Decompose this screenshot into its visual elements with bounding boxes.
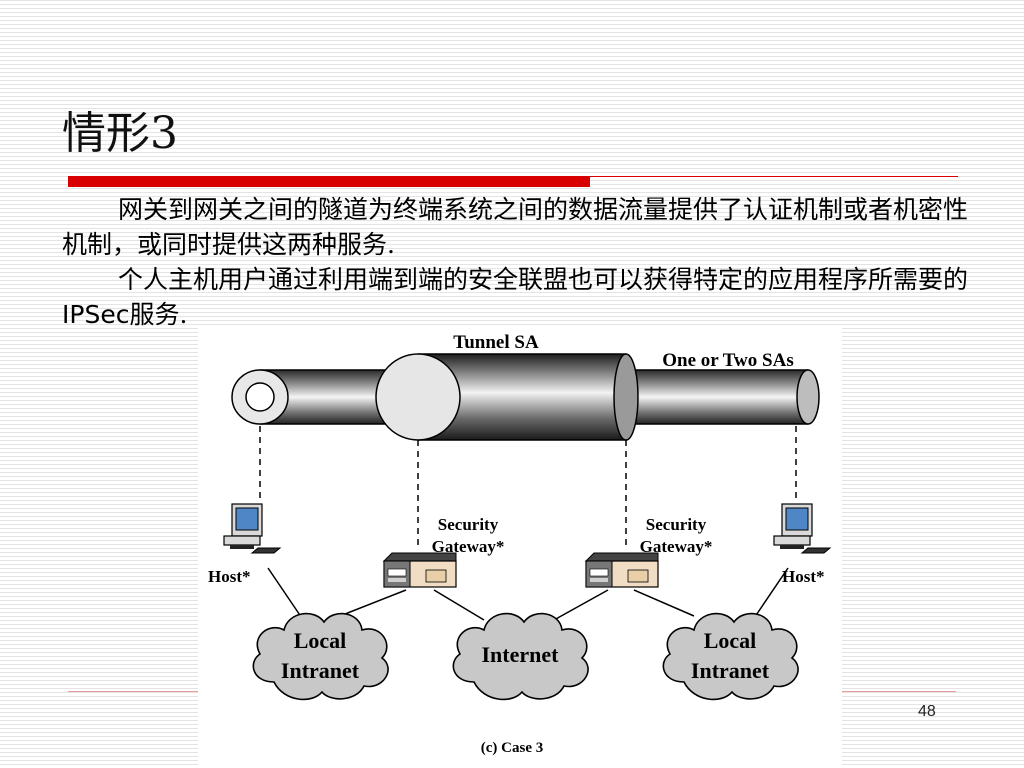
internet-label: Internet bbox=[482, 642, 560, 667]
page-number: 48 bbox=[918, 703, 936, 720]
gateway-right-label-line1: Security bbox=[646, 515, 707, 534]
paragraph-2-text: 个人主机用户通过利用端到端的安全联盟也可以获得特定的应用程序所需要的 bbox=[118, 265, 969, 294]
local-intranet-left-line2: Intranet bbox=[281, 658, 360, 683]
host-left-label: Host* bbox=[208, 567, 251, 586]
body-text: 网关到网关之间的隧道为终端系统之间的数据流量提供了认证机制或者机密性机制，或同时… bbox=[62, 192, 972, 332]
figure-caption: (c) Case 3 bbox=[481, 740, 543, 756]
link-gateway-left-intranet bbox=[339, 589, 407, 617]
link-gateway-left-internet bbox=[433, 589, 485, 621]
tunnel-sa-label: Tunnel SA bbox=[453, 332, 539, 353]
host-right-label: Host* bbox=[782, 567, 825, 586]
gateway-right-device-icon bbox=[585, 552, 659, 588]
local-intranet-left-cloud bbox=[252, 612, 389, 701]
gateway-left-label-line2: Gateway* bbox=[432, 537, 505, 556]
gateway-left-device-icon bbox=[383, 552, 457, 588]
paragraph-2: 个人主机用户通过利用端到端的安全联盟也可以获得特定的应用程序所需要的 IPSec服… bbox=[62, 262, 972, 332]
gateway-left-label-line1: Security bbox=[438, 515, 499, 534]
slide-title: 情形3 bbox=[62, 108, 178, 159]
local-intranet-right-line1: Local bbox=[704, 628, 757, 653]
local-intranet-right-line2: Intranet bbox=[691, 658, 770, 683]
paragraph-1: 网关到网关之间的隧道为终端系统之间的数据流量提供了认证机制或者机密性机制，或同时… bbox=[62, 195, 969, 259]
host-left-computer-icon bbox=[223, 503, 281, 554]
link-gateway-right-intranet bbox=[633, 589, 695, 617]
ipsec-case3-diagram: Tunnel SA One or Two SAs Host* Host* Sec… bbox=[198, 328, 842, 768]
ipsec-term: IPSec bbox=[62, 300, 130, 329]
title-underline-thin bbox=[590, 176, 958, 177]
title-underline bbox=[68, 176, 590, 187]
host-right-computer-icon bbox=[773, 503, 831, 554]
link-gateway-right-internet bbox=[553, 589, 609, 621]
local-intranet-left-line1: Local bbox=[294, 628, 347, 653]
gateway-right-label-line2: Gateway* bbox=[640, 537, 713, 556]
local-intranet-right-cloud bbox=[662, 612, 799, 701]
outer-sa-label: One or Two SAs bbox=[662, 350, 793, 371]
paragraph-2-tail: 服务. bbox=[129, 300, 188, 329]
tunnel-sa-tube bbox=[375, 353, 639, 441]
